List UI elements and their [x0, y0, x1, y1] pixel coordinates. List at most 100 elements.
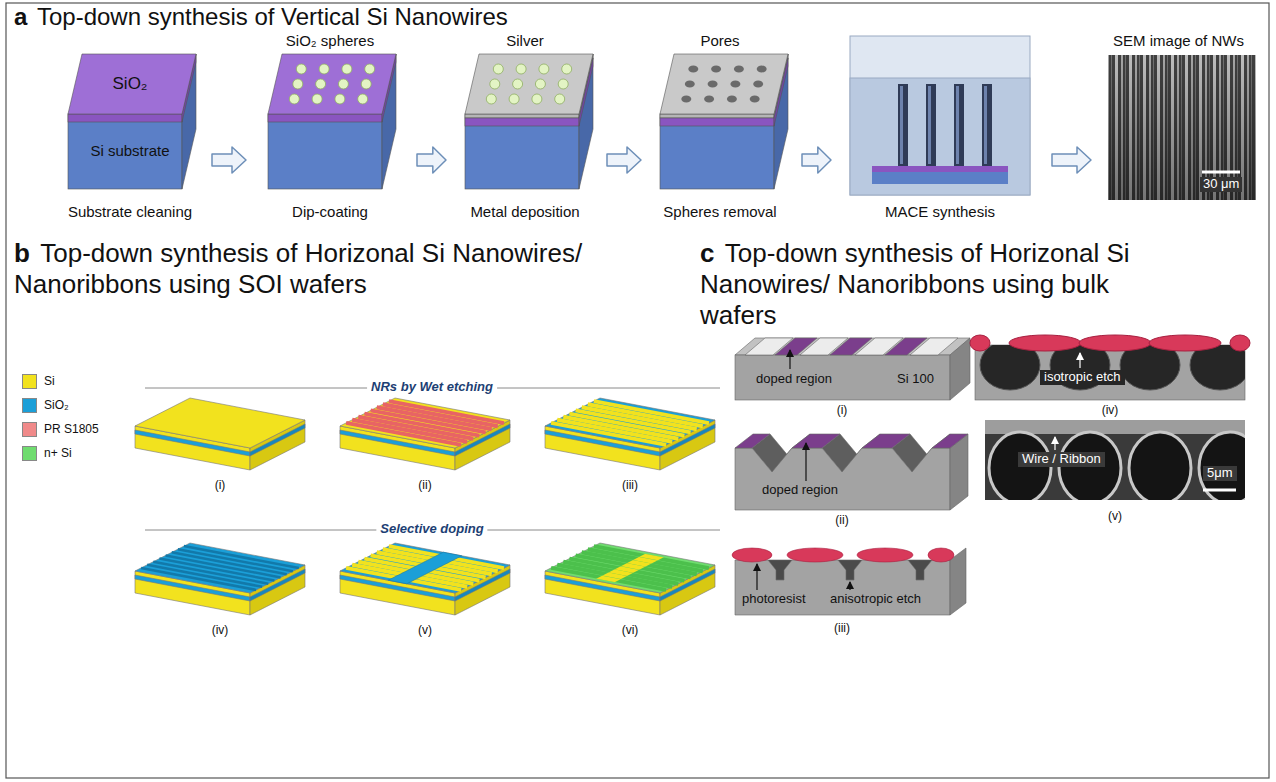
legend-entry: SiO₂: [22, 398, 69, 413]
legend-swatch: [22, 446, 37, 461]
legend-text: Si: [44, 375, 55, 389]
callout-label: photoresist: [738, 592, 810, 607]
step-number: (ii): [418, 479, 431, 493]
grooved-wafer: [932, 434, 968, 448]
undercut-wafer: [1120, 345, 1180, 390]
porous-block: [681, 66, 766, 103]
masked-ribbon-wafer: [340, 543, 510, 615]
panel-heading: aTop-down synthesis of Vertical Si Nanow…: [14, 3, 914, 32]
resist-etched-wafer: [732, 548, 966, 615]
process-arrow: [802, 147, 831, 173]
oxide-mask-wafer: [141, 546, 299, 590]
sem-micrograph: [1202, 171, 1240, 174]
legend-swatch: [22, 398, 37, 413]
legend-text: SiO₂: [44, 399, 69, 413]
part-label: SEM image of NWs: [1095, 32, 1262, 49]
silver-coated-block: [465, 114, 579, 118]
step-caption: Dip-coating: [250, 203, 410, 220]
step-number: (iii): [834, 622, 850, 636]
bulk-wafer: [830, 338, 872, 355]
leader-line: [756, 564, 757, 590]
etching-bath: [898, 84, 908, 166]
oxide-mask-wafer: [135, 543, 305, 615]
material-label: Si 100: [893, 372, 938, 387]
leader-line: [849, 582, 850, 590]
silver-coated-block: [465, 114, 579, 189]
resist-etched-wafer: [928, 548, 954, 562]
undercut-wafer: [1009, 335, 1081, 351]
resist-etched-wafer: [787, 548, 843, 562]
part-label: Silver: [450, 32, 600, 49]
undercut-wafer: [980, 345, 1245, 390]
silver-coated-block: [465, 54, 593, 189]
leader-line: [1079, 353, 1080, 368]
legend-entry: n+ Si: [22, 446, 72, 461]
sphere-coated-block: [268, 114, 382, 122]
resist-etched-wafer: [857, 548, 913, 562]
bulk-wafer: [735, 355, 950, 400]
sphere-coated-block: [289, 64, 374, 104]
etching-bath: [954, 84, 964, 166]
legend-entry: PR S1805: [22, 422, 99, 437]
resist-etched-wafer: [735, 560, 950, 615]
doped-ribbon-wafer: [545, 543, 715, 615]
silver-coated-block: [465, 118, 579, 126]
sphere-coated-block: [268, 54, 396, 114]
etched-ribbon-wafer: [545, 398, 715, 470]
undercut-wafer: [1230, 335, 1250, 351]
porous-block: [660, 114, 774, 189]
legend-entry: Si: [22, 374, 55, 389]
legend-swatch: [22, 422, 37, 437]
panel-title: Top-down synthesis of Horizonal Si Nanow…: [14, 238, 582, 299]
panel-title: Top-down synthesis of Horizonal Si Nanow…: [700, 238, 1130, 330]
process-arrow: [212, 147, 246, 173]
etched-ribbon-wafer: [545, 398, 715, 448]
step-caption: MACE synthesis: [835, 203, 1045, 220]
sem-micrograph: [1108, 55, 1256, 200]
doped-ribbon-wafer: [551, 546, 709, 590]
sem-micrograph: [1199, 432, 1245, 500]
sphere-coated-block: [268, 54, 396, 189]
etching-bath: [982, 84, 992, 166]
grooved-wafer: [735, 434, 968, 510]
oxide-mask-wafer: [135, 543, 305, 593]
step-number: (i): [837, 404, 848, 418]
masked-ribbon-wafer: [340, 543, 510, 593]
step-number: (vi): [622, 624, 639, 638]
step-caption: Substrate cleaning: [55, 203, 205, 220]
panel-letter: a: [14, 3, 27, 30]
sem-micrograph: [1108, 55, 1256, 200]
panel-letter: c: [700, 238, 714, 268]
callout-label: isotropic etch: [1040, 370, 1125, 385]
masked-ribbon-wafer: [388, 552, 461, 584]
process-step: SiO₂Si substrateSubstrate cleaning: [55, 28, 208, 228]
patterned-resist-wafer: [346, 401, 504, 445]
etching-bath: [928, 86, 931, 164]
silver-coated-block: [486, 64, 571, 104]
callout-label: doped region: [758, 483, 842, 498]
layer-label: Si substrate: [55, 142, 205, 159]
legend-swatch: [22, 374, 37, 389]
porous-block: [660, 54, 788, 114]
etching-bath: [984, 86, 987, 164]
step-number: (iii): [622, 479, 638, 493]
process-step: MACE synthesis: [835, 28, 1048, 228]
undercut-wafer: [980, 345, 1040, 390]
doped-ribbon-wafer: [551, 546, 709, 590]
section-heading: Selective doping: [376, 522, 487, 537]
panel-heading: bTop-down synthesis of Horizonal Si Nano…: [14, 238, 674, 300]
porous-block: [660, 54, 788, 189]
sem-micrograph: [1108, 55, 1256, 200]
step-number: (iv): [1102, 404, 1119, 418]
soi-wafer: [135, 398, 305, 448]
bulk-wafer: [775, 338, 817, 355]
step-caption: Spheres removal: [645, 203, 795, 220]
grooved-wafer: [792, 434, 840, 448]
grooved-wafer: [735, 434, 770, 448]
etching-bath: [956, 86, 959, 164]
process-arrow: [417, 147, 446, 173]
